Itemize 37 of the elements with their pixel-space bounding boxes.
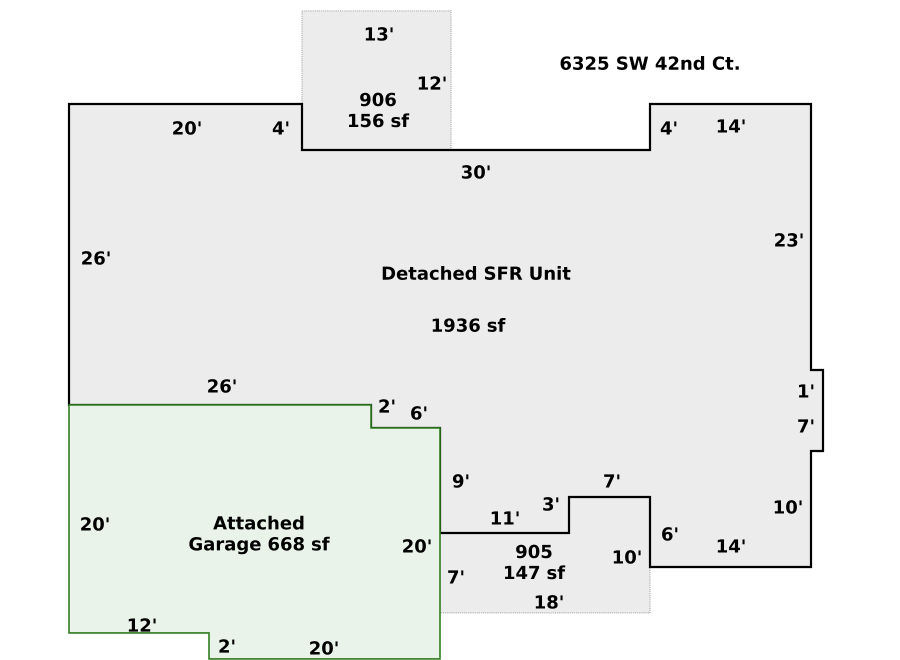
dimension-label: 18' (536, 595, 563, 609)
dimension-label: 3' (543, 497, 558, 511)
dimension-label: 26' (82, 251, 110, 265)
dimension-label: 7' (448, 570, 464, 584)
dimension-label: 7' (798, 419, 814, 433)
dimension-label: 13' (366, 27, 393, 41)
dimension-label: 9' (452, 474, 468, 488)
area-label: 1936 sf (432, 318, 506, 332)
area-label: 906 156 sf (348, 92, 410, 128)
dimension-label: 6' (662, 527, 678, 541)
dimension-label: 30' (462, 165, 490, 179)
dimension-label: 20' (403, 539, 431, 553)
addition-area (440, 496, 650, 614)
dimension-label: 26' (208, 379, 236, 393)
dimension-label: 10' (614, 550, 641, 564)
addition-area (302, 10, 452, 150)
dimension-label: 6' (411, 406, 426, 420)
dimension-label: 20' (81, 517, 109, 531)
dimension-label: 2' (219, 639, 234, 653)
address-label: 6325 SW 42nd Ct. (560, 56, 739, 70)
dimension-label: 2' (379, 399, 394, 413)
dimension-label: 10' (774, 500, 802, 514)
dimension-label: 4' (272, 121, 288, 135)
dimension-label: 14' (718, 539, 745, 553)
area-label: Attached Garage 668 sf (189, 516, 330, 554)
dimension-label: 1' (799, 384, 814, 398)
area-label: 905 147 sf (504, 544, 566, 580)
dimension-label: 12' (418, 76, 446, 90)
dimension-label: 12' (128, 618, 156, 632)
dimension-label: 23' (775, 233, 803, 247)
dimension-label: 20' (173, 121, 201, 135)
dimension-label: 7' (604, 474, 620, 488)
area-label: Detached SFR Unit (382, 266, 570, 280)
dimension-label: 20' (310, 641, 338, 655)
dimension-label: 14' (718, 119, 745, 133)
dimension-label: 11' (492, 511, 519, 525)
dimension-label: 4' (660, 121, 676, 135)
